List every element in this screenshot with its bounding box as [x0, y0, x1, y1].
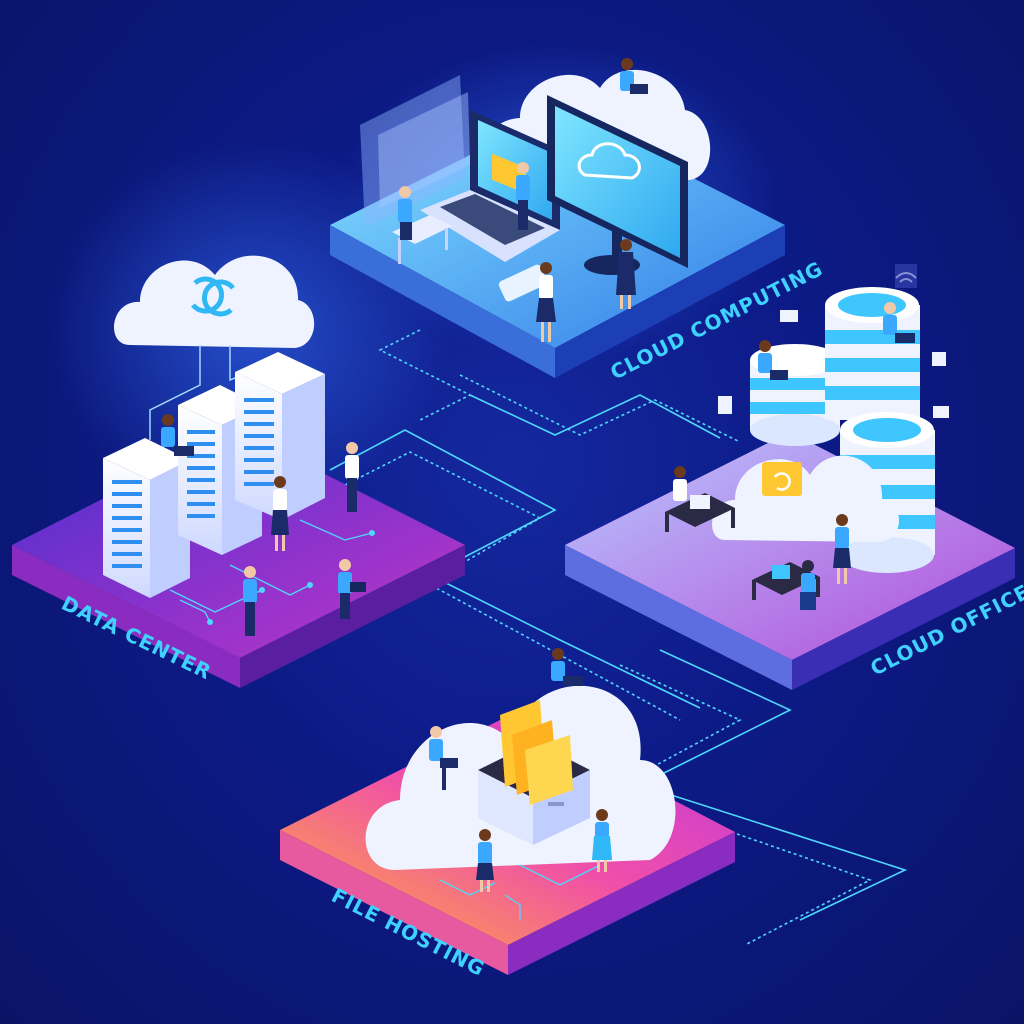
- person-on-cloud: [620, 58, 648, 94]
- file-hosting-platform: FILE HOSTING: [280, 648, 735, 981]
- monitor-icon: [547, 95, 688, 275]
- person-in-dress: [592, 809, 612, 872]
- sync-cloud-icon: [113, 255, 315, 348]
- circuit-nodes: [207, 530, 375, 625]
- person-standing: [345, 442, 359, 512]
- data-center-platform: DATA CENTER: [12, 255, 465, 688]
- person-with-phone: [498, 262, 556, 342]
- person-standing: [243, 566, 257, 636]
- person-at-desk: [392, 186, 452, 264]
- mail-icon: [780, 310, 798, 322]
- laptop-icon: [420, 110, 560, 262]
- mail-icon: [933, 406, 949, 418]
- person-with-tablet: [476, 829, 494, 892]
- person-on-database: [883, 302, 915, 343]
- folder-icon: [500, 700, 573, 805]
- cloud-computing-platform: CLOUD COMPUTING: [330, 58, 827, 384]
- circuit-traces: [439, 864, 601, 920]
- person-on-database: [758, 340, 788, 380]
- lock-icon: [932, 352, 946, 366]
- person-with-laptop: [338, 559, 366, 619]
- server-rack: [103, 438, 190, 598]
- cloud-office-platform: CLOUD OFFICE: [565, 264, 1024, 690]
- person-in-dress: [616, 239, 636, 309]
- person-with-laptop: [551, 648, 583, 686]
- server-rack: [235, 352, 325, 520]
- document-icon: [718, 396, 732, 414]
- person-with-tablet: [833, 514, 851, 584]
- person-on-cloud: [429, 726, 458, 790]
- person-on-server: [161, 414, 194, 456]
- database-icon: [825, 287, 920, 420]
- office-desk: [665, 466, 735, 532]
- person-with-tablet: [271, 476, 289, 551]
- person-standing: [516, 162, 530, 230]
- folder-cloud-icon: [712, 455, 900, 542]
- wifi-tile: [895, 264, 917, 288]
- office-desk: [752, 560, 820, 610]
